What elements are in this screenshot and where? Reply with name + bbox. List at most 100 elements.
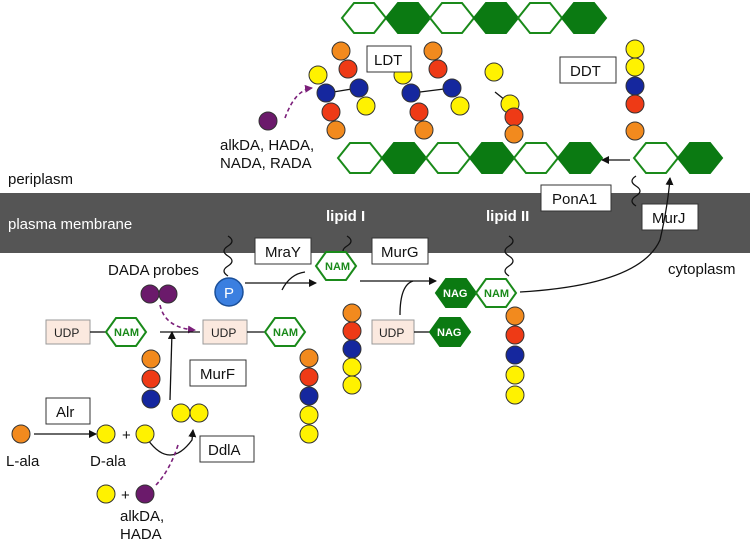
amino-acid-orange [504,124,524,144]
probe-purple-ball [258,111,278,131]
amino-acid-yellow [625,39,645,59]
amino-acid-red [342,321,362,341]
phosphate-label: P [224,285,234,302]
ldt-enzyme-label: LDT [374,52,402,69]
murg-input-curve [399,280,414,316]
amino-acid-yellow [299,405,319,425]
nag-label: NAG [443,288,467,300]
amino-acid-yellow [484,62,504,82]
amino-acid-blue [342,339,362,359]
nam-hex-udp-left [104,317,148,347]
amino-acid-yellow [342,375,362,395]
amino-acid-blue [625,76,645,96]
ddt-enzyme-label: DDT [570,63,601,80]
amino-acid-red [321,102,341,122]
murf-enzyme-label: MurF [200,366,235,383]
plus-sign: + [122,427,131,444]
alkda-probe-arrow [155,444,179,486]
amino-acid-blue [349,78,369,98]
amino-acid-yellow [171,403,191,423]
nam-label: NAM [273,327,298,339]
amino-acid-orange [342,303,362,323]
nag-label: NAG [437,327,461,339]
nag-hex-udp [428,317,472,347]
ddla-arrow [147,429,197,456]
plasma-membrane-label: plasma membrane [8,216,132,233]
amino-acid-orange [141,349,161,369]
amino-acid-red [625,94,645,114]
l-ala-label: L-ala [6,453,40,470]
murf-enzyme-box [189,359,247,387]
glycan-hex [516,2,564,34]
amino-acid-orange [414,120,434,140]
alkda-bottom-line1: alkDA, [120,508,164,525]
pona1-enzyme-box [540,184,612,212]
mray-enzyme-box [254,237,312,265]
lipid-ii-label: lipid II [486,208,529,225]
d-ala-label: D-ala [90,453,127,470]
amino-acid-red [299,367,319,387]
ddt-enzyme-box [559,56,617,84]
udp-box-nag [371,319,415,345]
probe-purple-ball [140,284,160,304]
murg-enzyme-label: MurG [381,244,419,261]
glycan-hex [512,142,560,174]
glycan-hex [380,142,428,174]
lipid-tail [504,235,514,277]
udp-label: UDP [211,326,236,340]
dada-probes-label: DADA probes [108,262,199,279]
murf-arrow [167,331,176,401]
glycan-hex [336,142,384,174]
udp-label: UDP [379,326,404,340]
amino-acid-yellow [342,357,362,377]
amino-acid-yellow [299,424,319,444]
glycan-hex [632,142,680,174]
lipid-tail [223,235,233,277]
alr-enzyme-box [45,397,91,425]
glycan-hex [424,142,472,174]
top-glycan-strand [340,2,608,34]
bottom-glycan-strand [336,142,724,174]
amino-acid-yellow [189,403,209,423]
amino-acid-yellow [505,365,525,385]
udp-box-nam-middle [202,319,248,345]
d-ala-ball [135,424,155,444]
glycan-hex [468,142,516,174]
amino-acid-blue [401,83,421,103]
d-ala-ball [96,424,116,444]
amino-acid-yellow [356,96,376,116]
udp-box-nam-left [45,319,91,345]
mray-enzyme-label: MraY [265,244,301,261]
glycan-hex [384,2,432,34]
ldt-enzyme-box [366,45,412,73]
nam-label: NAM [325,261,350,273]
amino-acid-blue [442,78,462,98]
amino-acid-orange [505,306,525,326]
glycan-hex [556,142,604,174]
amino-acid-blue [141,389,161,409]
amino-acid-red [409,102,429,122]
probe-purple-ball [158,284,178,304]
alr-enzyme-label: Alr [56,404,74,421]
amino-acid-yellow [308,65,328,85]
probe-incorporation-arrow [284,84,313,119]
mray-input-curve [281,271,306,291]
nam-label: NAM [484,288,509,300]
alkda-label-line2: NADA, RADA [220,155,312,172]
amino-acid-red [504,107,524,127]
periplasm-label: periplasm [8,171,73,188]
phosphate-circle [214,277,244,307]
murj-flip-arrow [519,177,674,293]
probe-purple-ball [135,484,155,504]
amino-acid-red [428,59,448,79]
pona1-enzyme-label: PonA1 [552,191,597,208]
alkda-bottom-line2: HADA [120,526,162,543]
murj-enzyme-label: MurJ [652,210,685,227]
flippase-squiggle [631,175,641,207]
glycan-hex [472,2,520,34]
amino-acid-blue [505,345,525,365]
amino-acid-red [141,369,161,389]
ddla-enzyme-label: DdlA [208,442,241,459]
amino-acid-orange [326,120,346,140]
